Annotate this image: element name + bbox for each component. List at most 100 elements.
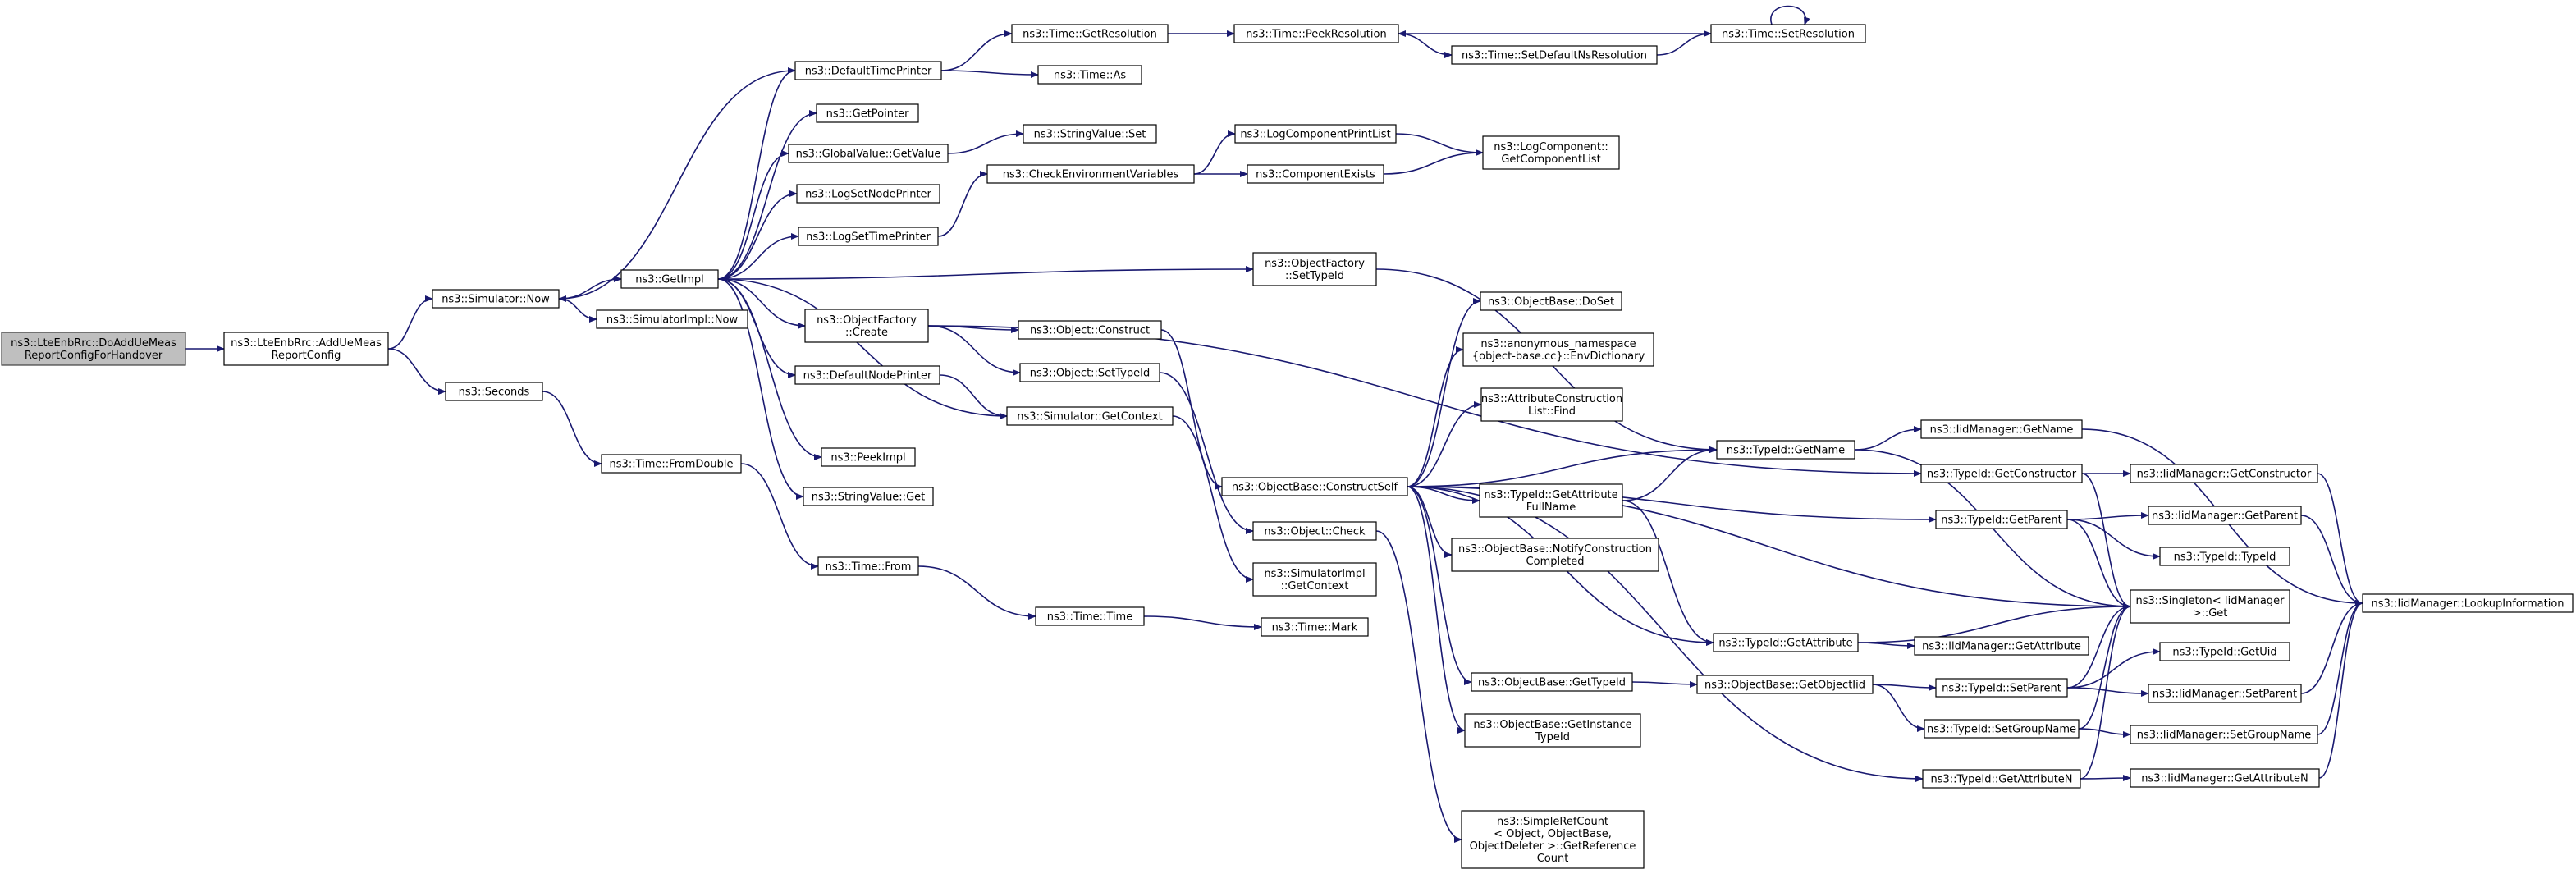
node-objsettypeid[interactable]: ns3::Object::SetTypeId <box>1019 363 1160 382</box>
node-box[interactable] <box>1234 124 1397 144</box>
node-box[interactable] <box>620 269 719 289</box>
node-timemark[interactable]: ns3::Time::Mark <box>1261 617 1369 637</box>
node-gvgetvalue[interactable]: ns3::GlobalValue::GetValue <box>788 144 949 163</box>
node-obgetobjtid[interactable]: ns3::ObjectBase::GetObjectIid <box>1696 675 1874 694</box>
node-box[interactable] <box>445 382 543 401</box>
node-getpointer[interactable]: ns3::GetPointer <box>816 103 919 123</box>
node-box[interactable] <box>986 164 1195 184</box>
node-defnodeprinter[interactable]: ns3::DefaultNodePrinter <box>794 365 940 385</box>
node-box[interactable] <box>1716 440 1855 460</box>
node-box[interactable] <box>2159 642 2290 661</box>
node-iidgetparent[interactable]: ns3::IidManager::GetParent <box>2148 506 2302 525</box>
node-box[interactable] <box>1462 332 1654 367</box>
node-box[interactable] <box>1252 252 1377 286</box>
node-root[interactable]: ns3::LteEnbRrc::DoAddUeMeasReportConfigF… <box>1 332 186 366</box>
node-box[interactable] <box>1 332 186 366</box>
node-tigetparent[interactable]: ns3::TypeId::GetParent <box>1935 510 2068 529</box>
node-simgetcontext[interactable]: ns3::Simulator::GetContext <box>1006 406 1174 426</box>
node-box[interactable] <box>1019 363 1160 382</box>
node-box[interactable] <box>1935 510 2068 529</box>
node-simimplgetctx[interactable]: ns3::SimulatorImpl::GetContext <box>1252 562 1377 597</box>
node-box[interactable] <box>1924 719 2080 739</box>
node-box[interactable] <box>1480 291 1622 311</box>
node-box[interactable] <box>1920 419 2083 439</box>
node-tigetname[interactable]: ns3::TypeId::GetName <box>1716 440 1855 460</box>
node-box[interactable] <box>2148 506 2302 525</box>
node-box[interactable] <box>1464 713 1641 748</box>
node-box[interactable] <box>1233 24 1399 43</box>
node-ofsettypeid[interactable]: ns3::ObjectFactory::SetTypeId <box>1252 252 1377 286</box>
node-iidgetname[interactable]: ns3::IidManager::GetName <box>1920 419 2083 439</box>
node-box[interactable] <box>2130 768 2320 788</box>
node-box[interactable] <box>1252 562 1377 597</box>
node-getimpl[interactable]: ns3::GetImpl <box>620 269 719 289</box>
node-box[interactable] <box>803 487 934 506</box>
node-seconds[interactable]: ns3::Seconds <box>445 382 543 401</box>
node-doset[interactable]: ns3::ObjectBase::DoSet <box>1480 291 1622 311</box>
node-logprintlist[interactable]: ns3::LogComponentPrintList <box>1234 124 1397 144</box>
node-singleton[interactable]: ns3::Singleton< IidManager>::Get <box>2130 589 2290 624</box>
node-box[interactable] <box>1479 483 1623 518</box>
node-objconstruct[interactable]: ns3::Object::Construct <box>1018 320 1162 340</box>
node-box[interactable] <box>1011 24 1169 43</box>
node-deftimeprinter[interactable]: ns3::DefaultTimePrinter <box>794 61 942 80</box>
node-box[interactable] <box>2130 589 2290 624</box>
node-iidgetattr[interactable]: ns3::IidManager::GetAttribute <box>1914 636 2089 656</box>
node-box[interactable] <box>1922 769 2081 789</box>
node-box[interactable] <box>796 184 940 204</box>
node-tityped[interactable]: ns3::TypeId::TypeId <box>2159 547 2290 566</box>
node-box[interactable] <box>2159 547 2290 566</box>
node-constructself[interactable]: ns3::ObjectBase::ConstructSelf <box>1221 477 1408 496</box>
node-box[interactable] <box>1451 538 1659 572</box>
node-box[interactable] <box>1261 617 1369 637</box>
node-setres[interactable]: ns3::Time::SetResolution <box>1710 24 1866 43</box>
node-box[interactable] <box>1451 45 1658 65</box>
node-box[interactable] <box>1035 606 1145 626</box>
node-box[interactable] <box>1461 810 1645 869</box>
node-box[interactable] <box>816 103 919 123</box>
node-box[interactable] <box>794 365 940 385</box>
node-obgettypeid[interactable]: ns3::ObjectBase::GetTypeId <box>1471 672 1633 692</box>
node-checkenv[interactable]: ns3::CheckEnvironmentVariables <box>986 164 1195 184</box>
node-tisetgroup[interactable]: ns3::TypeId::SetGroupName <box>1924 719 2080 739</box>
node-timeas[interactable]: ns3::Time::As <box>1037 65 1142 85</box>
node-simplerefcount[interactable]: ns3::SimpleRefCount< Object, ObjectBase,… <box>1461 810 1645 869</box>
node-box[interactable] <box>2130 464 2318 483</box>
node-box[interactable] <box>601 454 742 474</box>
node-setdefaultns[interactable]: ns3::Time::SetDefaultNsResolution <box>1451 45 1658 65</box>
node-box[interactable] <box>1713 633 1859 652</box>
node-tigetuid[interactable]: ns3::TypeId::GetUid <box>2159 642 2290 661</box>
node-box[interactable] <box>1480 387 1623 422</box>
node-box[interactable] <box>2362 593 2574 613</box>
node-box[interactable] <box>804 309 929 343</box>
node-svget[interactable]: ns3::StringValue::Get <box>803 487 934 506</box>
node-box[interactable] <box>1935 678 2068 698</box>
node-tisetparent[interactable]: ns3::TypeId::SetParent <box>1935 678 2068 698</box>
node-iidsetparent[interactable]: ns3::IidManager::SetParent <box>2148 684 2302 703</box>
node-box[interactable] <box>817 556 919 576</box>
node-box[interactable] <box>1471 672 1633 692</box>
node-box[interactable] <box>788 144 949 163</box>
node-box[interactable] <box>1920 464 2083 483</box>
node-tigetattr[interactable]: ns3::TypeId::GetAttribute <box>1713 633 1859 652</box>
node-iidsetgroup[interactable]: ns3::IidManager::SetGroupName <box>2130 725 2318 744</box>
node-loggetlist[interactable]: ns3::LogComponent::GetComponentList <box>1482 135 1620 170</box>
node-box[interactable] <box>794 61 942 80</box>
node-box[interactable] <box>1252 521 1377 541</box>
node-box[interactable] <box>798 227 939 246</box>
node-box[interactable] <box>223 332 389 366</box>
node-svset[interactable]: ns3::StringValue::Set <box>1023 124 1157 144</box>
node-logsettime[interactable]: ns3::LogSetTimePrinter <box>798 227 939 246</box>
node-envdict[interactable]: ns3::anonymous_namespace{object-base.cc}… <box>1462 332 1654 367</box>
node-box[interactable] <box>1482 135 1620 170</box>
node-box[interactable] <box>1006 406 1174 426</box>
node-box[interactable] <box>1247 164 1384 184</box>
node-iidgetctor[interactable]: ns3::IidManager::GetConstructor <box>2130 464 2318 483</box>
node-box[interactable] <box>2130 725 2318 744</box>
node-ofcreate[interactable]: ns3::ObjectFactory::Create <box>804 309 929 343</box>
node-peekres[interactable]: ns3::Time::PeekResolution <box>1233 24 1399 43</box>
node-box[interactable] <box>1037 65 1142 85</box>
